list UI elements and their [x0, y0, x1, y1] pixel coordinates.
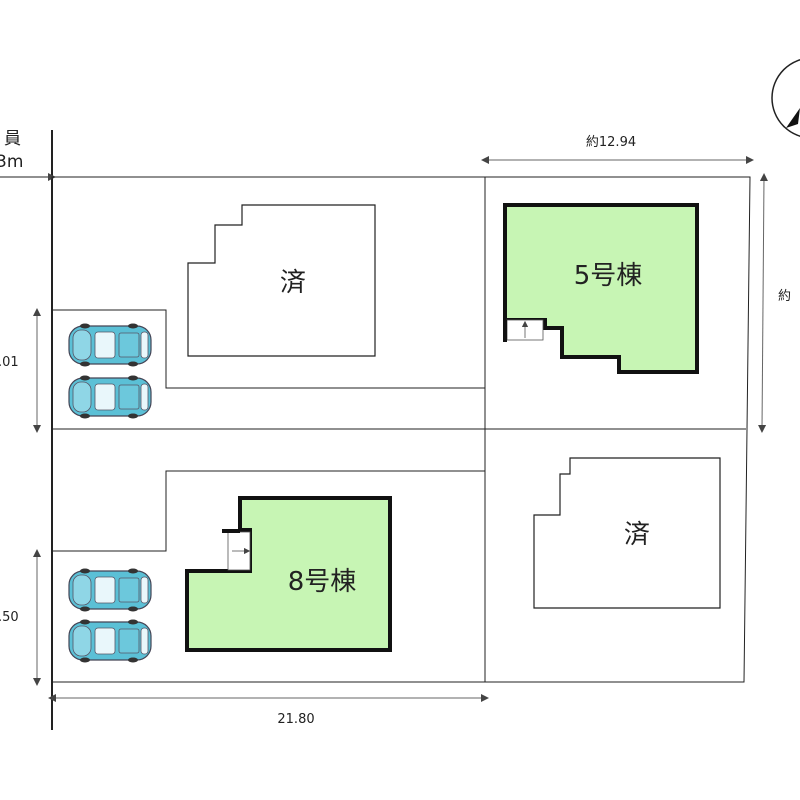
sold-label-lower: 済	[624, 520, 650, 550]
car-icon	[68, 322, 152, 368]
right-depth-label: 約	[778, 289, 791, 304]
right-depth-dimension	[758, 173, 768, 433]
unit8-building	[185, 496, 392, 652]
sold-building-lower	[533, 457, 721, 609]
left-upper-label: .01	[0, 355, 19, 370]
site-boundary	[51, 176, 751, 683]
sold-building-upper	[187, 204, 376, 357]
bottom-width-label: 21.80	[277, 712, 314, 727]
road-label-top: 員	[4, 129, 21, 149]
sold-label-upper: 済	[280, 268, 306, 298]
unit5-label: 5号棟	[574, 261, 643, 291]
compass-icon	[771, 59, 800, 137]
car-icon	[68, 567, 152, 613]
car-icon	[68, 618, 152, 664]
left-lower-label: .50	[0, 610, 19, 625]
lower-lot-line	[52, 470, 485, 552]
top-width-label: 約12.94	[586, 135, 636, 150]
car-icon	[68, 374, 152, 420]
unit8-label: 8号棟	[288, 567, 357, 597]
upper-lot-line	[52, 309, 485, 389]
road-label-bottom: 3m	[0, 152, 23, 172]
